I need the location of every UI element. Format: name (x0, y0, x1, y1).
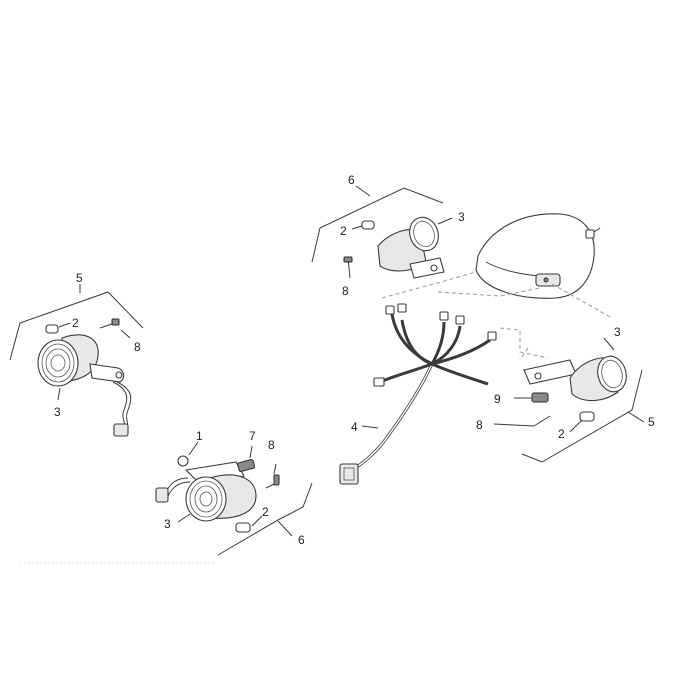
callout-3-left: 3 (54, 405, 61, 419)
callout-1: 1 (196, 429, 203, 443)
callout-8-upper: 8 (342, 284, 349, 298)
callout-8-lower: 8 (268, 438, 275, 452)
callout-6-lower: 6 (298, 533, 305, 547)
lower-turn-signal-assembly (155, 441, 313, 556)
upper-turn-signal-assembly (311, 185, 453, 279)
right-turn-signal-assembly (493, 337, 645, 463)
headlight-nacelle (475, 213, 601, 299)
callout-3-right: 3 (614, 325, 621, 339)
callout-2-right: 2 (558, 427, 565, 441)
callout-8-right: 8 (476, 418, 483, 432)
callout-5-left: 5 (76, 271, 83, 285)
callout-2-lower: 2 (262, 505, 269, 519)
callout-2-left: 2 (72, 316, 79, 330)
callout-7: 7 (249, 429, 256, 443)
callout-8-left: 8 (134, 340, 141, 354)
callout-3-upper: 3 (458, 210, 465, 224)
callout-3-lower: 3 (164, 517, 171, 531)
left-turn-signal-assembly (9, 284, 144, 437)
callout-4: 4 (351, 420, 358, 434)
wiring-harness (339, 271, 613, 485)
callout-9: 9 (494, 392, 501, 406)
callout-6-upper: 6 (348, 173, 355, 187)
callout-2-upper: 2 (340, 224, 347, 238)
callout-labels: 5 2 8 3 1 7 8 3 2 6 6 2 3 8 4 3 9 8 2 5 (54, 173, 655, 547)
callout-5-right: 5 (648, 415, 655, 429)
